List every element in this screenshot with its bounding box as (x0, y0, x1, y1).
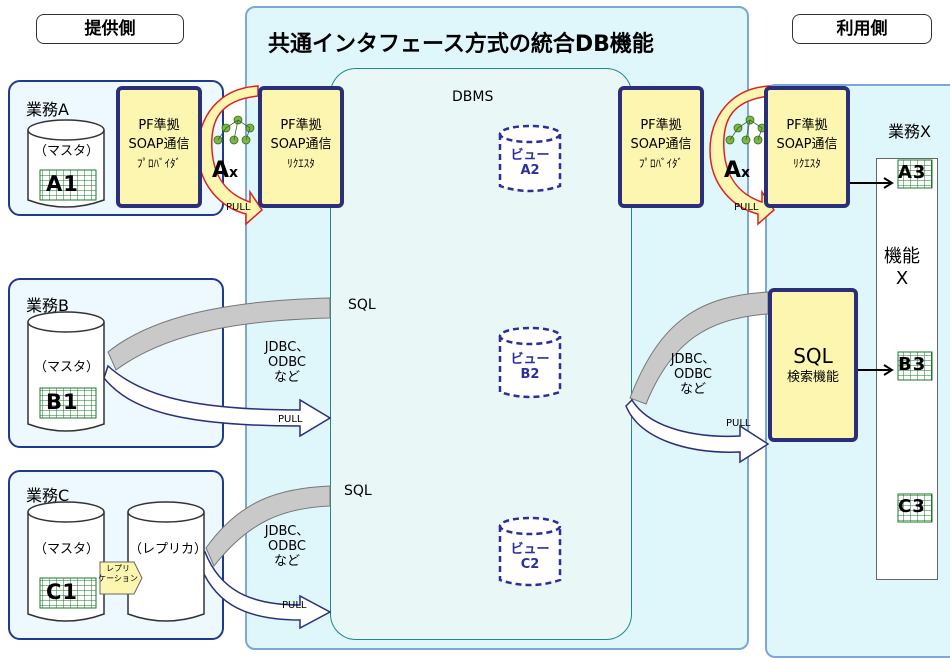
table-grid-b (39, 387, 97, 419)
pull-arrow-c (197, 550, 332, 630)
view-c2-line1: ビュー (510, 542, 550, 557)
table-tag-c3: C3 (898, 496, 926, 517)
pull-label-c: PULL (282, 600, 307, 611)
jdbc-label-b: JDBC、 ODBC など (264, 340, 310, 385)
pull-label-a: PULL (226, 202, 251, 213)
cylinder-c-replica (127, 501, 205, 622)
pull-label-x: PULL (726, 418, 751, 429)
business-x-function: 機能 X (884, 246, 920, 289)
view-a2-label: ビュー A2 (500, 148, 560, 178)
dbms-box (330, 68, 632, 640)
table-tag-a1: A1 (46, 172, 79, 196)
soap-requester-right-l1: PF準拠 (786, 118, 828, 133)
soap-arrow-left (197, 85, 263, 226)
diagram-shapes (27, 85, 933, 630)
soap-arrow-right (709, 85, 775, 226)
table-grid-a (39, 169, 97, 201)
sql-label-b: SQL (348, 297, 376, 313)
sql-search-box: SQL 検索機能 (768, 288, 858, 442)
soap-provider-right-l1: PF準拠 (640, 118, 682, 133)
sql-search-line1: SQL (793, 344, 833, 368)
table-grid-c (39, 577, 97, 609)
ax-right-sub: x (741, 165, 751, 181)
view-a2-line2: A2 (520, 163, 540, 178)
view-b2-line2: B2 (520, 367, 540, 382)
soap-requester-right-l2: SOAP通信 (776, 137, 838, 152)
dbms-label: DBMS (452, 89, 494, 105)
replication-arrow (99, 561, 143, 595)
soap-provider-right: PF準拠 SOAP通信 ﾌﾟﾛﾊﾞｲﾀﾞ (618, 86, 704, 208)
jdbc-label-x: JDBC、 ODBC など (670, 352, 716, 397)
soap-requester-left-l1: PF準拠 (280, 118, 322, 133)
replication-label: レプリ ケーション (98, 564, 138, 583)
pull-arrow-x (625, 398, 770, 464)
table-tag-b1: B1 (46, 390, 79, 414)
cylinder-a-label: （マスタ） (34, 144, 100, 159)
ax-label-right: Ax (724, 158, 750, 183)
business-b-title: 業務B (26, 296, 69, 315)
pull-label-x-top: PULL (734, 202, 759, 213)
sql-label-c: SQL (344, 483, 372, 499)
arrow-to-a3 (848, 177, 894, 189)
soap-requester-right: PF準拠 SOAP通信 ﾘｸｴｽﾀ (764, 86, 850, 208)
business-a-title: 業務A (26, 100, 69, 119)
user-side-label: 利用側 (836, 19, 888, 39)
pull-label-b: PULL (278, 414, 303, 425)
ax-left-sub: x (229, 165, 239, 181)
replica-label: （レプリカ） (128, 542, 207, 557)
table-tag-b3: B3 (898, 354, 927, 375)
soap-requester-left-l2: SOAP通信 (270, 137, 332, 152)
view-c2-line2: C2 (520, 557, 540, 572)
soap-requester-left: PF準拠 SOAP通信 ﾘｸｴｽﾀ (258, 86, 344, 208)
soap-provider-right-l3: ﾌﾟﾛﾊﾞｲﾀﾞ (639, 157, 683, 170)
business-x-title: 業務X (888, 122, 931, 141)
tree-icon-left (213, 115, 255, 145)
view-cylinder-a2 (498, 124, 562, 193)
view-b2-line1: ビュー (510, 352, 550, 367)
business-c-title: 業務C (26, 486, 70, 505)
tree-icon-right (725, 115, 767, 145)
pull-arrow-b (103, 364, 332, 438)
table-grid-c3 (897, 493, 933, 523)
soap-provider-left: PF準拠 SOAP通信 ﾌﾟﾛﾊﾞｲﾀﾞ (116, 86, 202, 208)
view-b2-label: ビュー B2 (500, 352, 560, 382)
view-a2-line1: ビュー (510, 148, 550, 163)
view-cylinder-c2 (498, 516, 562, 587)
soap-requester-right-l3: ﾘｸｴｽﾀ (793, 157, 821, 170)
ax-label-left: Ax (212, 158, 238, 183)
sql-flow-c (205, 485, 331, 567)
view-cylinder-b2 (498, 326, 562, 399)
cylinder-b-label: （マスタ） (34, 360, 100, 375)
table-grid-a3 (897, 159, 933, 189)
soap-provider-left-l1: PF準拠 (138, 118, 180, 133)
soap-provider-left-l2: SOAP通信 (128, 137, 190, 152)
page-title: 共通インタフェース方式の統合DB機能 (268, 32, 654, 57)
view-c2-label: ビュー C2 (500, 542, 560, 572)
provider-side-label: 提供側 (84, 19, 136, 39)
jdbc-label-c: JDBC、 ODBC など (264, 524, 310, 569)
ax-right-main: A (724, 158, 742, 183)
soap-provider-left-l3: ﾌﾟﾛﾊﾞｲﾀﾞ (137, 157, 181, 170)
provider-side-header: 提供側 (36, 14, 184, 44)
ax-left-main: A (212, 158, 230, 183)
table-grid-b3 (897, 351, 933, 381)
user-side-header: 利用側 (792, 14, 932, 44)
sql-search-line2: 検索機能 (786, 370, 839, 385)
sql-flow-b (107, 297, 331, 371)
soap-requester-left-l3: ﾘｸｴｽﾀ (287, 157, 315, 170)
table-tag-a3: A3 (898, 162, 927, 183)
soap-provider-right-l2: SOAP通信 (630, 137, 692, 152)
table-tag-c1: C1 (46, 580, 79, 604)
cylinder-c-label: （マスタ） (34, 542, 100, 557)
